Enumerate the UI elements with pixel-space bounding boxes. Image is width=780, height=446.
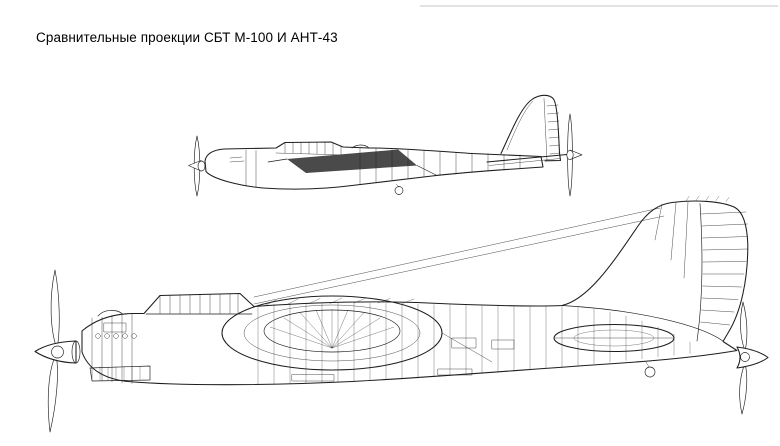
- bottom-aircraft-side-view: [34, 195, 769, 433]
- top-tail-fin: [500, 94, 562, 162]
- top-panel-lines: [245, 148, 521, 188]
- bottom-tailplane: [553, 323, 675, 353]
- bottom-panel-lines: [257, 302, 691, 385]
- bottom-propeller-left: [34, 269, 81, 433]
- top-canopy: [275, 141, 370, 156]
- bottom-bracing-lines: [253, 207, 665, 305]
- bottom-canopy: [145, 293, 253, 315]
- top-aircraft-side-view: [188, 94, 583, 197]
- bottom-tail-fin: [654, 195, 748, 342]
- top-landing-gear: [394, 183, 404, 195]
- bottom-dorsal-hatching: [263, 297, 415, 307]
- figure-title: Сравнительные проекции СБТ М-100 И АНТ-4…: [36, 30, 338, 45]
- bottom-propeller-right: [736, 301, 769, 415]
- bottom-wing-fairing: [221, 295, 493, 371]
- bottom-engine-details: [89, 310, 151, 384]
- top-propeller-right: [566, 113, 583, 197]
- top-fuselage: [204, 141, 544, 190]
- bottom-tailwheel: [644, 361, 656, 378]
- top-wing-root: [267, 149, 438, 176]
- top-tailplane: [486, 153, 568, 166]
- top-propeller-left: [188, 135, 206, 197]
- bottom-fuselage-hatches: [291, 337, 515, 382]
